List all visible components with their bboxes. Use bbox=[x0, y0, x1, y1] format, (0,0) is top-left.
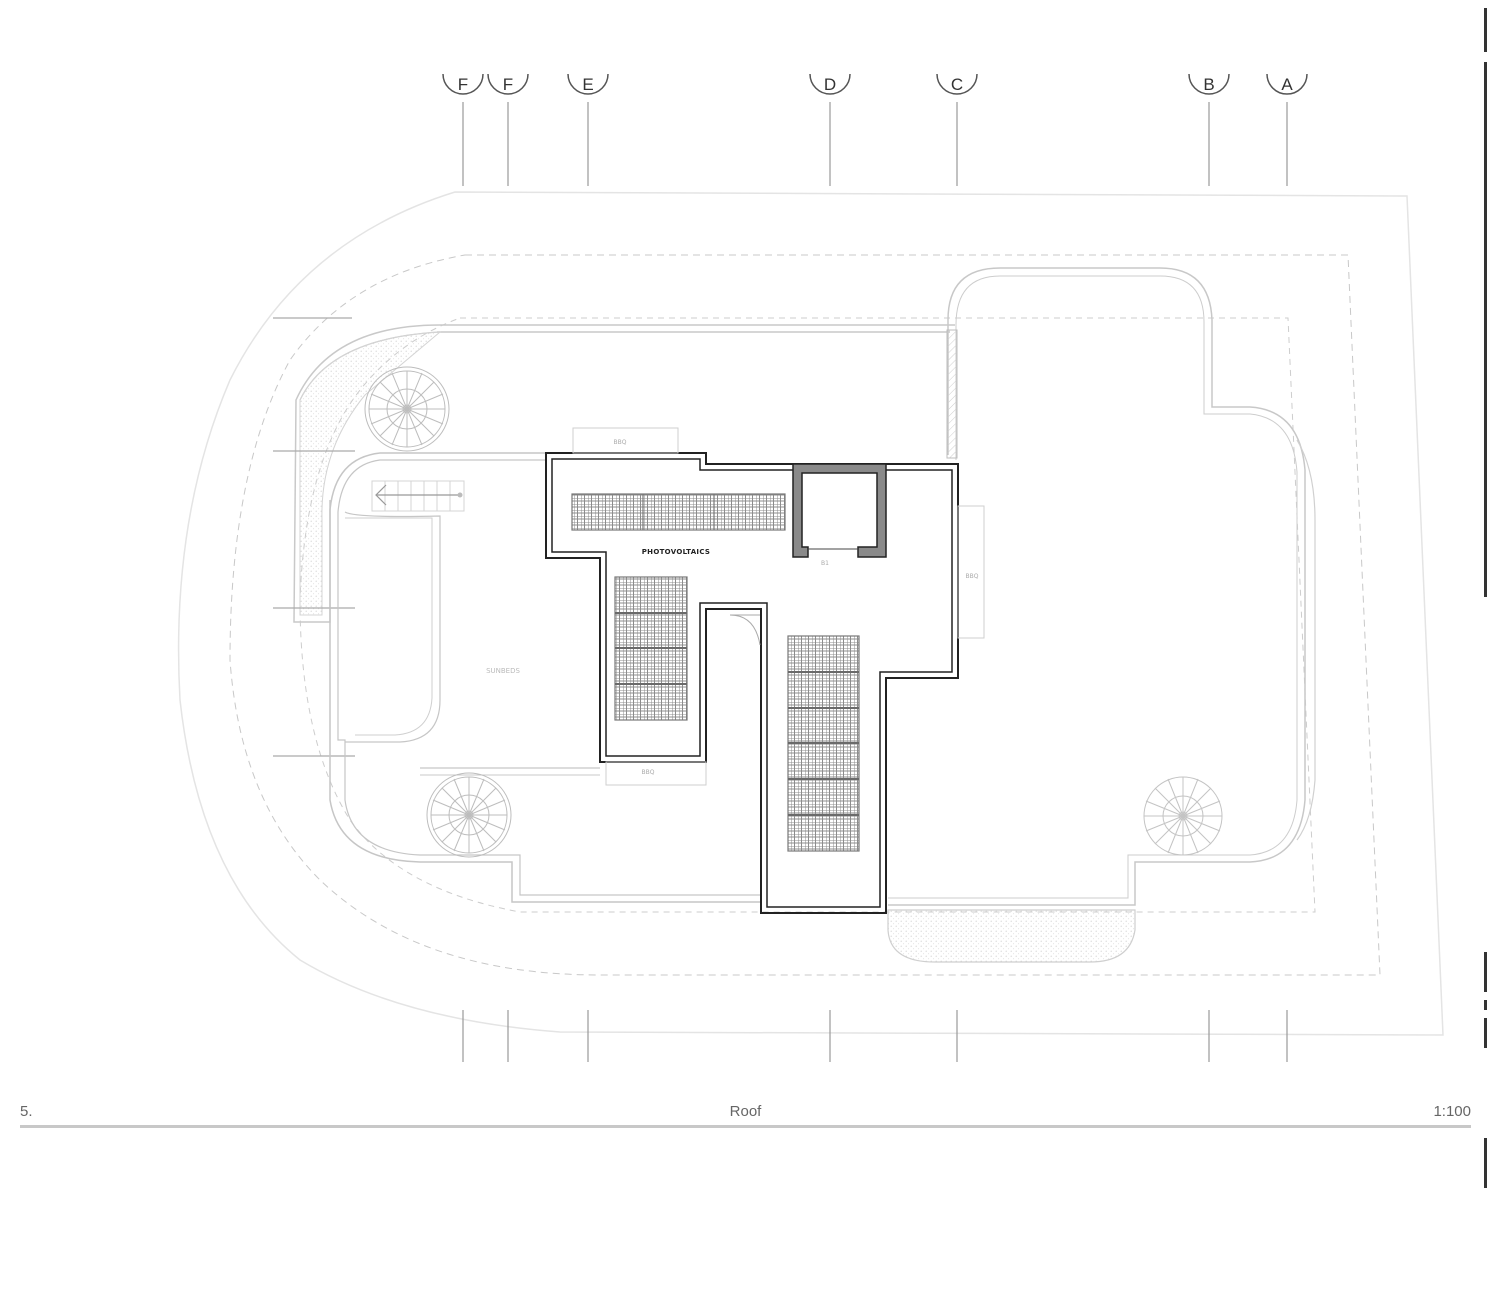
spiral-stair-2 bbox=[426, 772, 512, 858]
grid-axis-f: F bbox=[442, 73, 484, 1062]
photovoltaics-label: PHOTOVOLTAICS bbox=[642, 548, 711, 556]
grid-axis-label: B bbox=[1203, 75, 1214, 94]
grid-axis-label: C bbox=[951, 75, 963, 94]
svg-text:B1: B1 bbox=[821, 560, 829, 567]
edge-bar bbox=[1484, 1000, 1487, 1010]
svg-text:BBQ: BBQ bbox=[642, 769, 655, 776]
pv-array-top bbox=[571, 493, 786, 531]
lift-core: B1 bbox=[792, 463, 887, 567]
hatched-wall-strip bbox=[946, 329, 958, 459]
grid-axis-c: C bbox=[936, 73, 978, 1062]
terrace-outline-left bbox=[437, 324, 955, 333]
svg-text:BBQ: BBQ bbox=[614, 439, 627, 446]
setback-dashed-inner bbox=[299, 317, 1316, 913]
grid-axis-label: E bbox=[582, 75, 593, 94]
view-scale: 1:100 bbox=[1433, 1103, 1471, 1120]
bbq-bottom-box bbox=[605, 761, 707, 786]
building-walls bbox=[545, 452, 959, 914]
view-number: 5. bbox=[20, 1103, 33, 1120]
door-swing bbox=[729, 614, 761, 646]
grid-axis-b: B bbox=[1188, 73, 1230, 1062]
grid-axis-d: D bbox=[809, 73, 851, 1062]
edge-bar bbox=[1484, 8, 1487, 52]
sunbeds-label: SUNBEDS bbox=[486, 667, 520, 675]
grid-axis-label: A bbox=[1281, 75, 1293, 94]
bbq-top-box bbox=[572, 427, 679, 454]
svg-text:BBQ: BBQ bbox=[966, 573, 979, 580]
planter-left bbox=[299, 331, 442, 616]
pv-array-right bbox=[787, 635, 860, 852]
grid-axis-a: A bbox=[1266, 73, 1308, 1062]
edge-bar bbox=[1484, 1138, 1487, 1188]
grid-axis-f: F bbox=[487, 73, 529, 1062]
setback-dashed-outer bbox=[229, 254, 1381, 976]
site-boundary bbox=[177, 191, 1444, 1036]
straight-stair bbox=[371, 480, 465, 512]
edge-bar bbox=[1484, 952, 1487, 992]
pv-array-left bbox=[614, 576, 688, 721]
edge-bar bbox=[1484, 1018, 1487, 1048]
grid-axis-label: D bbox=[824, 75, 836, 94]
planter-bottom bbox=[887, 909, 1136, 963]
grid-axis-label: F bbox=[458, 75, 468, 94]
grid-axis-e: E bbox=[567, 73, 609, 1062]
bbq-right-box bbox=[957, 505, 985, 639]
edge-bar bbox=[1484, 62, 1487, 597]
spiral-stair-3 bbox=[1143, 776, 1223, 856]
view-title-bar: 5. Roof 1:100 bbox=[20, 1103, 1471, 1128]
spiral-stair-1 bbox=[364, 366, 450, 452]
view-title: Roof bbox=[729, 1103, 762, 1120]
sunbed-zone-outline bbox=[329, 452, 760, 903]
grid-axis-label: F bbox=[503, 75, 513, 94]
terrace-outline-right bbox=[888, 267, 1306, 906]
